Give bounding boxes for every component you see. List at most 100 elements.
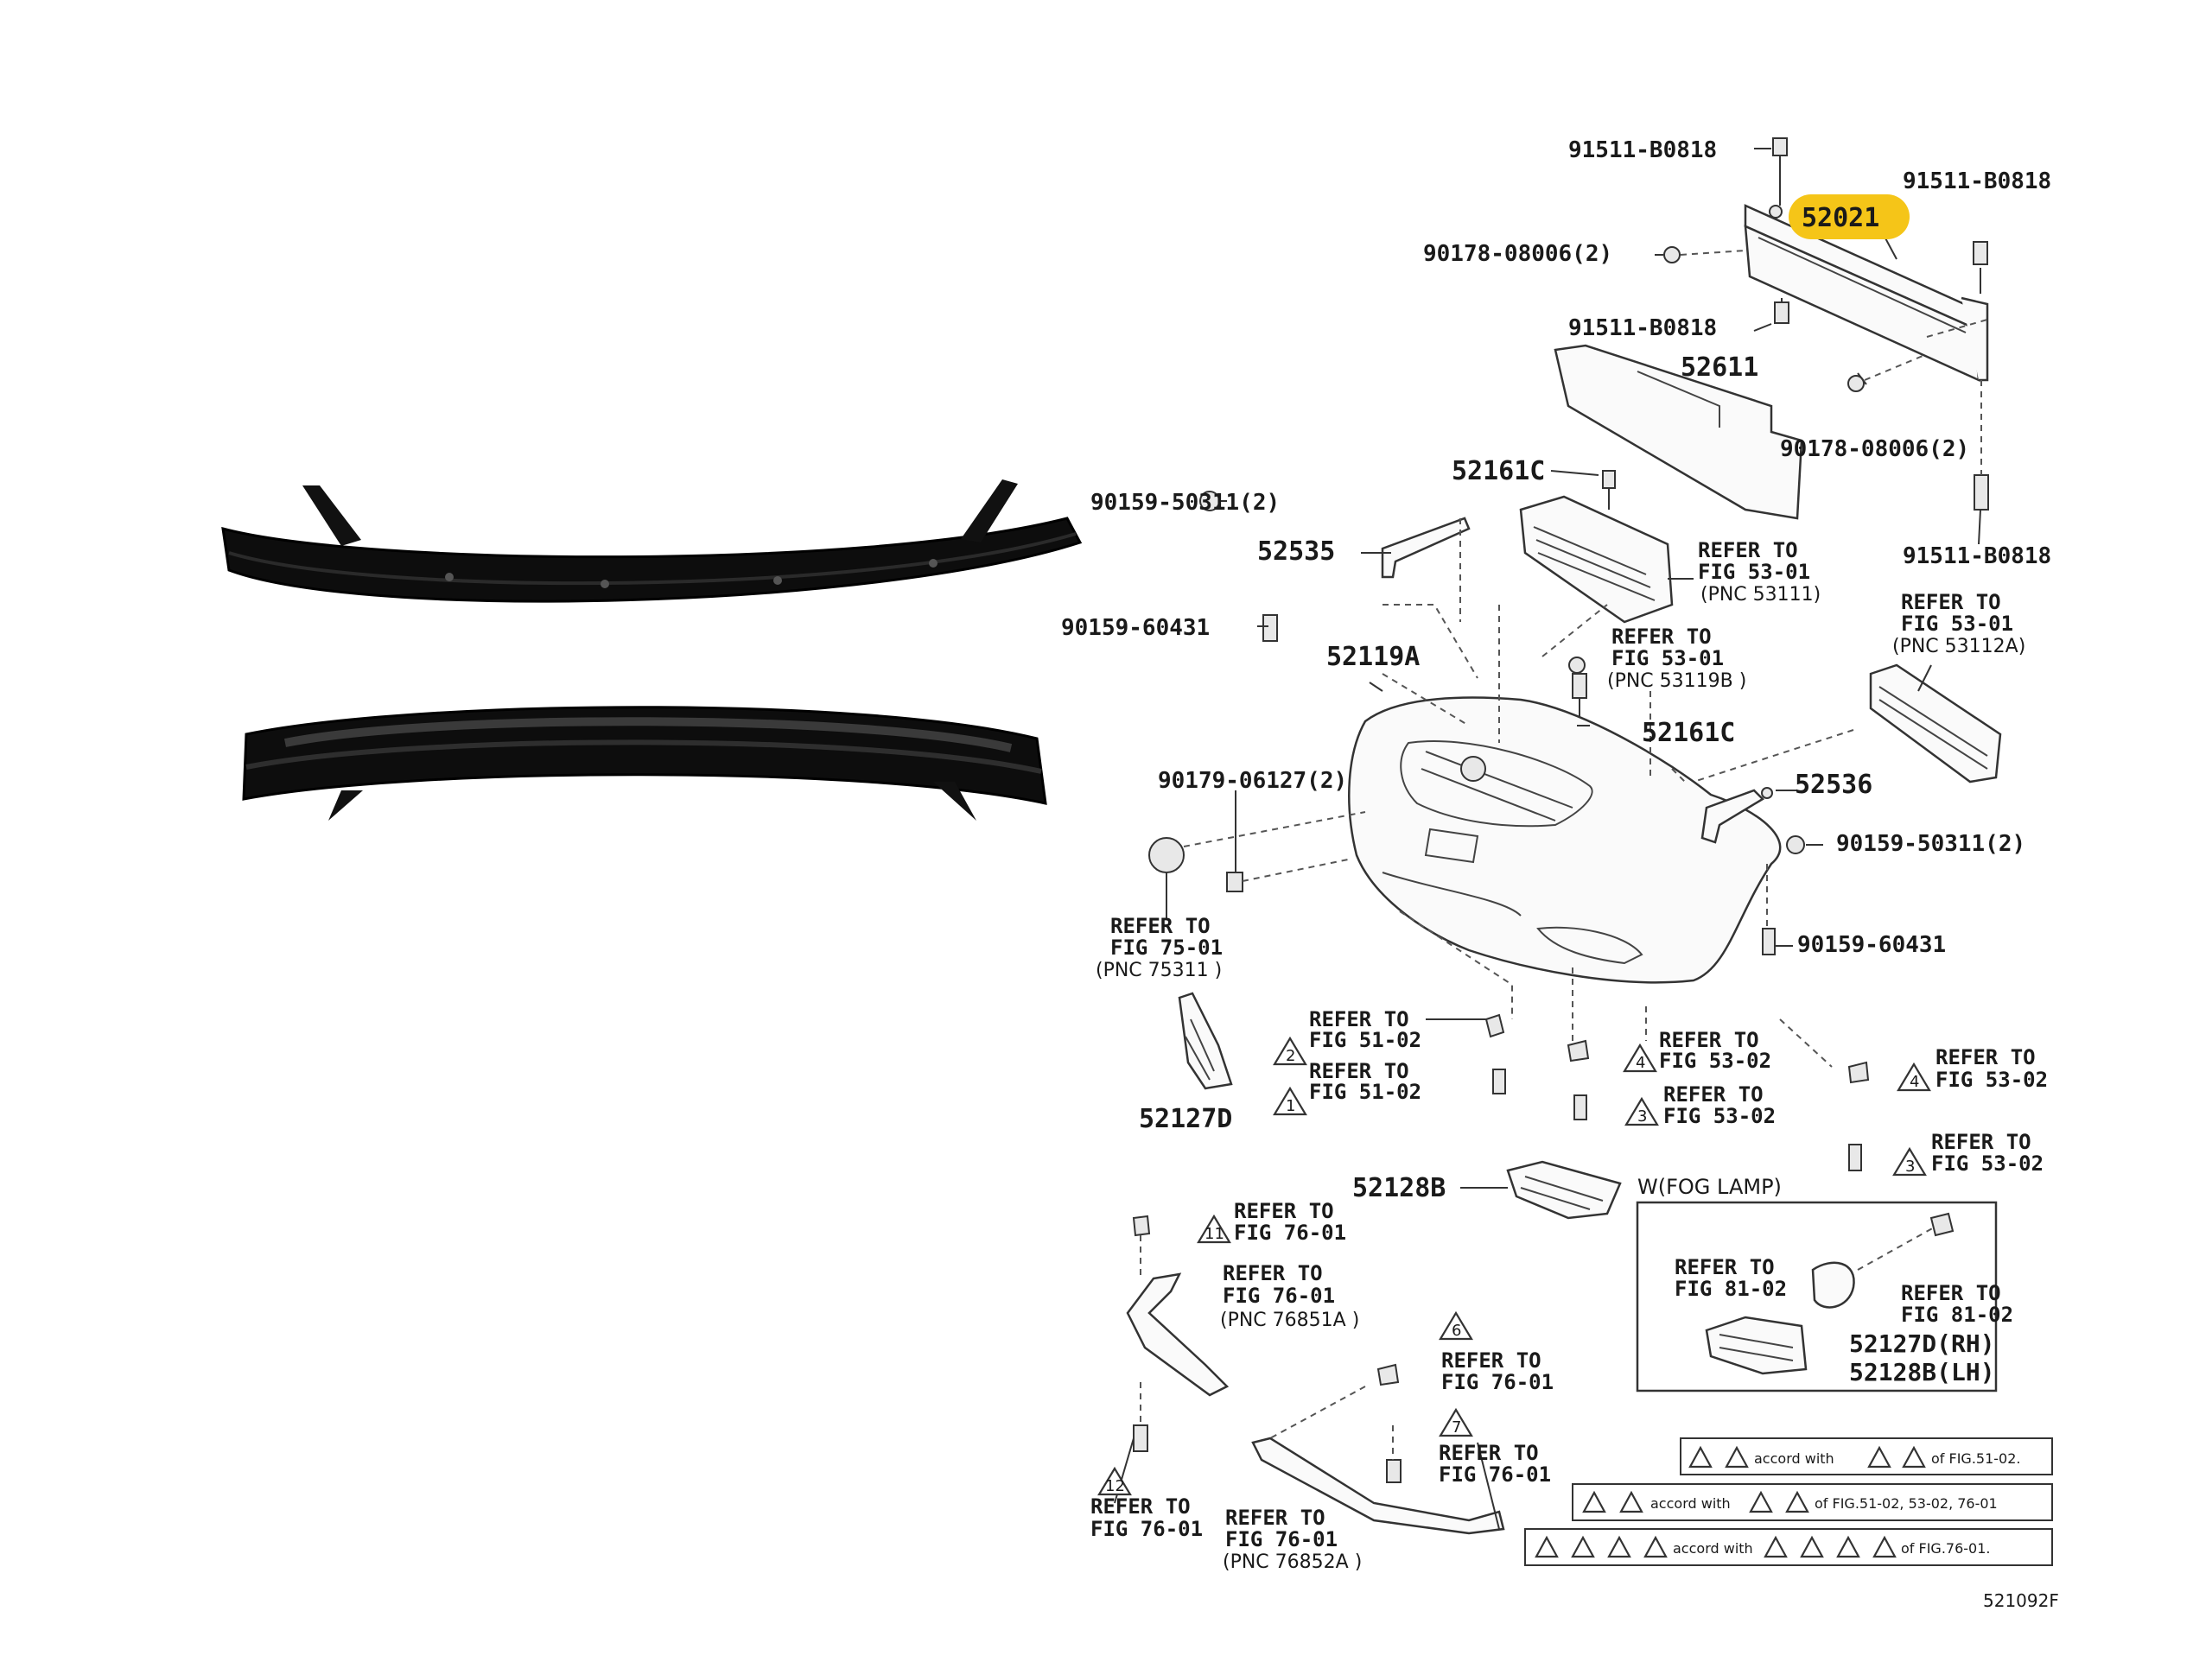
refer-b: REFER TO bbox=[1901, 590, 2001, 614]
refer-f-fig: FIG 51-02 bbox=[1309, 1080, 1421, 1104]
label-91511-b0818-lower: 91511-B0818 bbox=[1903, 543, 2051, 569]
refer-q-fig: FIG 81-02 bbox=[1675, 1277, 1787, 1301]
note-2: accord with bbox=[1650, 1495, 1731, 1512]
tri-7: 7 bbox=[1452, 1418, 1461, 1437]
refer-l-pnc: (PNC 76851A ) bbox=[1220, 1310, 1359, 1331]
label-52536: 52536 bbox=[1795, 770, 1872, 800]
refer-j-fig: FIG 53-02 bbox=[1931, 1151, 2044, 1176]
fog-grille-52128B bbox=[1506, 1160, 1622, 1220]
refer-f: REFER TO bbox=[1309, 1059, 1409, 1083]
label-diagram-code: 521092F bbox=[1983, 1590, 2059, 1611]
fog-lamp-box bbox=[1636, 1201, 1998, 1392]
refer-r: REFER TO bbox=[1901, 1281, 2001, 1305]
label-90178-08006-b: 90178-08006(2) bbox=[1780, 436, 1969, 462]
tri-12: 12 bbox=[1105, 1477, 1125, 1495]
refer-d-fig: FIG 75-01 bbox=[1110, 936, 1223, 960]
refer-h-fig: FIG 53-02 bbox=[1663, 1104, 1776, 1128]
label-52161c-b: 52161C bbox=[1642, 718, 1735, 748]
note-2-fig: of FIG.51-02, 53-02, 76-01 bbox=[1815, 1495, 1998, 1512]
label-91511-b0818-mid: 91511-B0818 bbox=[1568, 315, 1717, 341]
refer-b-pnc: (PNC 53112A) bbox=[1892, 636, 2025, 657]
upper-grille bbox=[1519, 470, 1694, 624]
refer-a-fig: FIG 53-01 bbox=[1698, 560, 1810, 584]
label-52119a: 52119A bbox=[1326, 642, 1420, 672]
bracket-52536 bbox=[1568, 657, 1805, 955]
refer-r-fig: FIG 81-02 bbox=[1901, 1303, 2013, 1327]
side-grille-right bbox=[1869, 663, 2002, 783]
refer-g-fig: FIG 53-02 bbox=[1659, 1049, 1771, 1073]
fog-cover-left bbox=[1178, 992, 1233, 1090]
refer-p-pnc: (PNC 76852A ) bbox=[1223, 1551, 1362, 1573]
tri-11: 11 bbox=[1205, 1225, 1224, 1243]
warning-triangles: 2 1 4 3 4 3 11 6 7 12 bbox=[1097, 1036, 1931, 1496]
tri-6: 6 bbox=[1452, 1322, 1461, 1340]
tri-4b: 4 bbox=[1910, 1073, 1919, 1091]
absorber-52611 bbox=[1554, 344, 1803, 520]
note-texts: accord with of FIG.51-02. accord with of… bbox=[1535, 1445, 2021, 1558]
label-90159-60431-b: 90159-60431 bbox=[1797, 932, 1946, 958]
note-1-fig: of FIG.51-02. bbox=[1931, 1450, 2021, 1467]
tri-4a: 4 bbox=[1636, 1054, 1645, 1072]
tri-1: 1 bbox=[1286, 1097, 1295, 1115]
note-1: accord with bbox=[1754, 1450, 1834, 1467]
refer-l: REFER TO bbox=[1223, 1261, 1323, 1285]
note-3: accord with bbox=[1673, 1540, 1753, 1557]
label-90178-08006-a: 90178-08006(2) bbox=[1423, 241, 1612, 267]
tri-3b: 3 bbox=[1905, 1158, 1915, 1176]
refer-e-fig: FIG 51-02 bbox=[1309, 1028, 1421, 1052]
label-91511-b0818-top: 91511-B0818 bbox=[1568, 137, 1717, 163]
refer-p: REFER TO bbox=[1225, 1506, 1325, 1530]
refer-o-fig: FIG 76-01 bbox=[1090, 1517, 1203, 1541]
note-3-fig: of FIG.76-01. bbox=[1901, 1540, 1991, 1557]
refer-i-fig: FIG 53-02 bbox=[1936, 1068, 2048, 1092]
refer-a-pnc: (PNC 53111) bbox=[1700, 584, 1821, 606]
label-52611: 52611 bbox=[1681, 352, 1758, 383]
refer-n: REFER TO bbox=[1439, 1441, 1539, 1465]
refer-n-fig: FIG 76-01 bbox=[1439, 1462, 1551, 1487]
label-52127d-rh: 52127D(RH) bbox=[1849, 1329, 1995, 1358]
bumper-cover-52119A bbox=[1348, 604, 1854, 1068]
bolts-top bbox=[1663, 137, 1989, 511]
refer-d-pnc: (PNC 75311 ) bbox=[1096, 960, 1222, 981]
lower-spoiler-left bbox=[1126, 1215, 1230, 1452]
refer-p-fig: FIG 76-01 bbox=[1225, 1527, 1338, 1551]
product-photo-top bbox=[221, 479, 1083, 603]
refer-h: REFER TO bbox=[1663, 1082, 1764, 1107]
refer-d: REFER TO bbox=[1110, 914, 1211, 938]
refer-j: REFER TO bbox=[1931, 1130, 2031, 1154]
refer-a: REFER TO bbox=[1698, 538, 1798, 562]
label-52128b-lh: 52128B(LH) bbox=[1849, 1358, 1995, 1386]
label-52128b: 52128B bbox=[1352, 1173, 1446, 1203]
label-90159-50311-a: 90159-50311(2) bbox=[1090, 490, 1280, 516]
label-90179-06127: 90179-06127(2) bbox=[1158, 768, 1347, 794]
label-90159-60431-a: 90159-60431 bbox=[1061, 615, 1210, 641]
part-labels: 91511-B0818 91511-B0818 91511-B0818 9151… bbox=[1061, 137, 2059, 1611]
label-fog-lamp: W(FOG LAMP) bbox=[1637, 1175, 1782, 1199]
label-52021: 52021 bbox=[1802, 203, 1879, 233]
fasteners-left bbox=[1148, 614, 1366, 920]
lower-spoiler-right bbox=[1251, 1363, 1505, 1535]
tri-3a: 3 bbox=[1637, 1107, 1647, 1126]
label-90159-50311-b: 90159-50311(2) bbox=[1836, 831, 2025, 857]
refer-b-fig: FIG 53-01 bbox=[1901, 612, 2013, 636]
label-52535: 52535 bbox=[1257, 536, 1335, 567]
refer-c-pnc: (PNC 53119B ) bbox=[1607, 670, 1746, 692]
refer-c-fig: FIG 53-01 bbox=[1611, 646, 1724, 670]
refer-e: REFER TO bbox=[1309, 1007, 1409, 1031]
refer-m-fig: FIG 76-01 bbox=[1441, 1370, 1554, 1394]
refer-l-fig: FIG 76-01 bbox=[1223, 1284, 1335, 1308]
refer-m: REFER TO bbox=[1441, 1348, 1541, 1373]
refer-labels: REFER TO FIG 53-01 (PNC 53111) REFER TO … bbox=[1090, 538, 2048, 1573]
tri-2: 2 bbox=[1286, 1047, 1295, 1065]
refer-k: REFER TO bbox=[1234, 1199, 1334, 1223]
refer-c: REFER TO bbox=[1611, 625, 1712, 649]
label-52127d: 52127D bbox=[1139, 1104, 1232, 1134]
refer-k-fig: FIG 76-01 bbox=[1234, 1221, 1346, 1245]
label-52161c-a: 52161C bbox=[1452, 456, 1545, 486]
refer-i: REFER TO bbox=[1936, 1045, 2036, 1069]
refer-o: REFER TO bbox=[1090, 1494, 1191, 1519]
highlight-52021: 52021 bbox=[1789, 194, 1910, 239]
product-photo-bottom bbox=[242, 706, 1047, 821]
